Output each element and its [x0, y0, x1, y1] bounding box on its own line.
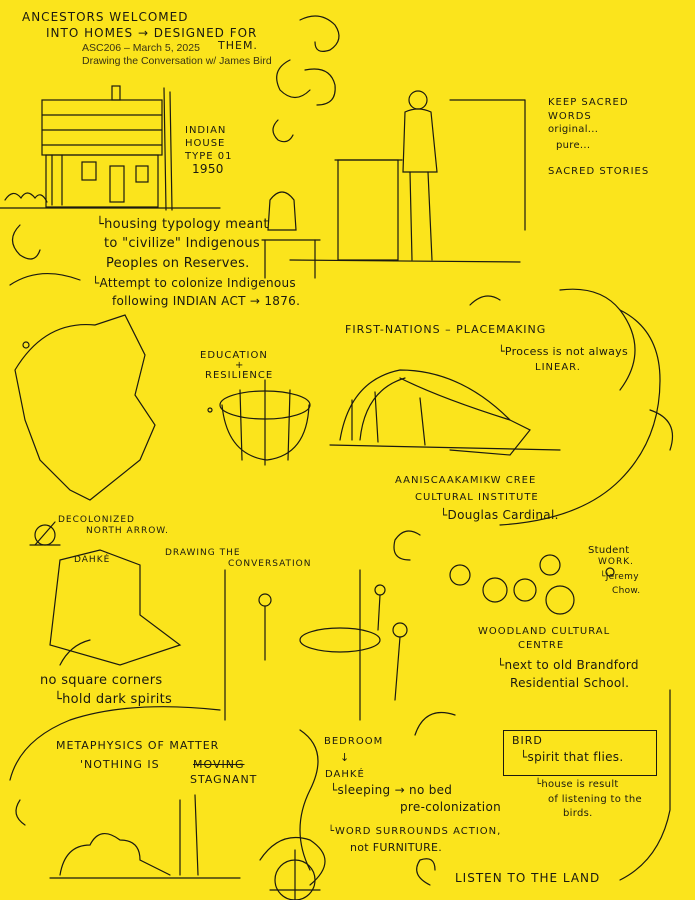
education-label: EDUCATION — [200, 350, 268, 361]
bird-box — [503, 730, 657, 776]
house-label-4: 1950 — [192, 162, 224, 176]
north-arrow-label-1: DECOLONIZED — [58, 515, 135, 525]
colonize-note-1: └Attempt to colonize Indigenous — [92, 276, 296, 290]
woodland-title-2: CENTRE — [518, 640, 565, 651]
landscape-sketch — [49, 794, 241, 879]
word-surrounds-1: └WORD SURROUNDS ACTION, — [328, 826, 502, 837]
arrow-down: ↓ — [340, 751, 350, 764]
institute-line-1: AANISCAAKAMIKW CREE — [395, 475, 537, 486]
house-result-2: of listening to the — [548, 794, 642, 805]
sacred-line-3: original... — [548, 124, 599, 135]
colonize-note-2: following INDIAN ACT → 1876. — [112, 294, 301, 308]
cultural-institute-lodge-sketch — [329, 369, 561, 456]
resilience-sphere-sketch — [219, 379, 311, 466]
decorative-swirls — [9, 15, 674, 886]
session-title: Drawing the Conversation w/ James Bird — [82, 55, 272, 67]
housing-note-2: to "civilize" Indigenous — [104, 236, 260, 251]
sacred-line-2: WORDS — [548, 111, 592, 122]
student-work-3: └Jeremy — [600, 572, 639, 582]
drawing-label-2: CONVERSATION — [228, 559, 312, 569]
woodland-note-2: Residential School. — [510, 676, 630, 690]
north-arrow-icon — [29, 521, 61, 546]
dahke-label: DAHKÉ — [74, 555, 111, 565]
bedroom-label: BEDROOM — [324, 736, 384, 747]
institute-line-2: CULTURAL INSTITUTE — [415, 492, 539, 503]
bird-title: BIRD — [512, 734, 543, 747]
metaphysics-title: METAPHYSICS of MATTER — [56, 739, 220, 752]
sacred-line-5: SACRED STORIES — [548, 166, 650, 177]
house-result-3: birds. — [563, 808, 593, 819]
plus-sign: + — [235, 360, 244, 371]
housing-note-1: └housing typology meant — [96, 217, 269, 232]
speaker-at-podium-sketch — [261, 90, 526, 279]
process-note-2: LINEAR. — [535, 362, 581, 373]
title-line-2: INTO HOMES → designed FOR — [46, 26, 258, 40]
word-surrounds-2: not FURNITURE. — [350, 841, 443, 854]
student-work-circles-sketch — [449, 554, 615, 615]
student-work-2: WORK. — [598, 557, 634, 567]
nothing-is: 'NOTHING IS — [80, 758, 160, 771]
house-label-1: INDIAN — [185, 125, 227, 136]
title-line-1: ANCESTORS WELCOMED — [22, 10, 189, 24]
house-result-1: └house is result — [535, 779, 619, 790]
corners-note-1: no square corners — [40, 673, 163, 688]
resilience-label: RESILIENCE — [205, 370, 274, 381]
stagnant: STAGNANT — [190, 773, 258, 786]
sleeping-note: └sleeping → no bed — [330, 783, 453, 797]
course-date: ASC206 – March 5, 2025 — [82, 42, 200, 54]
title-line-3: THEM. — [218, 39, 258, 52]
dahke-bedroom: DAHKÉ — [325, 769, 365, 780]
placemaking-title: FIRST-NATIONS – PLACEMAKING — [345, 323, 547, 336]
woodland-note-1: └next to old Brandford — [497, 658, 639, 672]
student-work-4: Chow. — [612, 586, 641, 596]
map-sketch — [14, 314, 156, 501]
precolonization-note: pre-colonization — [400, 800, 501, 814]
drawing-label-1: DRAWING THE — [165, 548, 241, 558]
woodland-title-1: WOODLAND CULTURAL — [478, 626, 611, 637]
bird-note: └spirit that flies. — [520, 750, 624, 764]
interior-conversation-sketch — [49, 549, 408, 721]
student-work-1: Student — [588, 545, 630, 556]
compass-sketch — [269, 849, 321, 900]
sacred-line-1: KEEP SACRED — [548, 97, 629, 108]
process-note-1: └Process is not always — [498, 345, 629, 358]
house-label-3: TYPE 01 — [185, 151, 233, 162]
north-arrow-label-2: NORTH ARROW. — [86, 526, 170, 536]
house-label-2: HOUSE — [185, 138, 226, 149]
architect-name: └Douglas Cardinal. — [440, 508, 559, 522]
housing-note-3: Peoples on Reserves. — [106, 256, 250, 271]
moving-struck: MOVING — [193, 758, 245, 771]
listen-to-the-land: LISTEN TO THE LAND — [455, 871, 601, 885]
sacred-line-4: pure... — [556, 140, 591, 151]
indian-house-sketch — [0, 85, 221, 211]
corners-note-2: └hold dark spirits — [54, 692, 173, 707]
